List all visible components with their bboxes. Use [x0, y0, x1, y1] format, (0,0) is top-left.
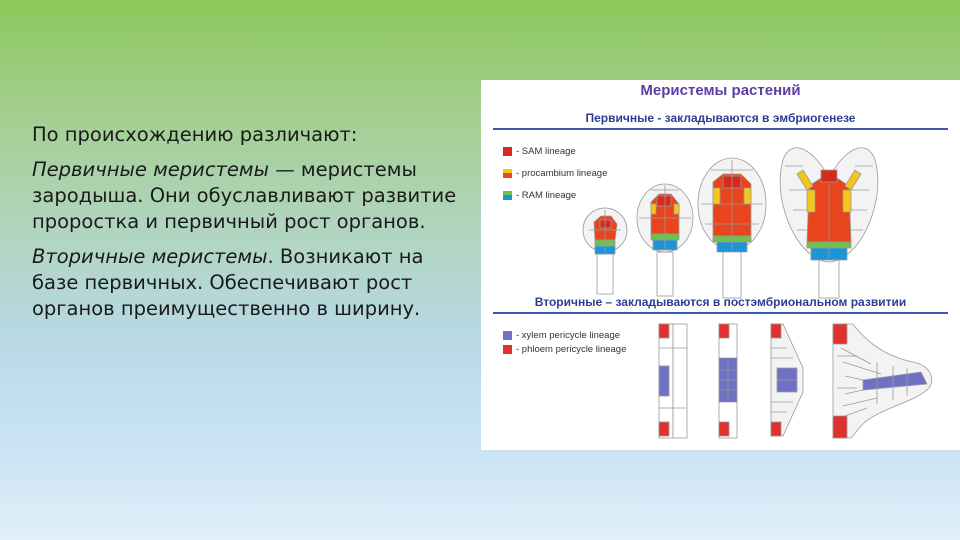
- secondary-rule: [493, 312, 948, 314]
- figure-title: Меристемы растений: [640, 82, 801, 99]
- legend-label-xylem: - xylem pericycle lineage: [516, 329, 621, 341]
- lateral-root-stage-4: [832, 323, 933, 439]
- primary-meristems-term: Первичные меристемы: [32, 158, 270, 181]
- embryo-stage-4: [779, 147, 879, 299]
- embryo-stage-1: [582, 207, 628, 295]
- embryo-stage-3: [697, 157, 767, 299]
- legend-item-ram: - RAM lineage: [503, 184, 607, 206]
- secondary-heading: Вторичные – закладываются в постэмбриона…: [534, 295, 907, 309]
- legend-item-xylem: - xylem pericycle lineage: [503, 328, 626, 342]
- lateral-root-stage-2: [718, 323, 738, 439]
- embryo-stage-2: [636, 183, 694, 297]
- legend-label-procambium: - procambium lineage: [516, 167, 608, 179]
- secondary-meristems-term: Вторичные меристемы: [32, 245, 268, 268]
- ram-swatch: [503, 190, 512, 200]
- primary-meristems-description: — меристемы зародыша. Они обуславливают …: [32, 158, 457, 233]
- secondary-meristems-paragraph: Вторичные меристемы. Возникают на базе п…: [32, 244, 472, 322]
- meristems-figure: Меристемы растений Первичные - закладыва…: [481, 80, 960, 450]
- intro-text: По происхождению различают:: [32, 123, 358, 146]
- primary-legend: - SAM lineage - procambium lineage - RAM…: [503, 140, 607, 206]
- primary-meristems-paragraph: Первичные меристемы — меристемы зародыша…: [32, 157, 472, 235]
- legend-item-phloem: - phloem pericycle lineage: [503, 342, 626, 356]
- legend-item-sam: - SAM lineage: [503, 140, 607, 162]
- embryo-stages-illustration: [582, 147, 879, 299]
- lateral-root-stage-3: [770, 323, 804, 437]
- slide-text: По происхождению различают: Первичные ме…: [32, 122, 472, 331]
- xylem-swatch: [503, 330, 512, 340]
- sam-swatch: [503, 146, 512, 156]
- secondary-meristems-description: . Возникают на базе первичных. Обеспечив…: [32, 245, 424, 320]
- secondary-legend: - xylem pericycle lineage - phloem peric…: [503, 328, 626, 356]
- phloem-swatch: [503, 344, 512, 354]
- primary-rule: [493, 128, 948, 130]
- legend-label-ram: - RAM lineage: [516, 189, 577, 201]
- procambium-swatch: [503, 168, 512, 178]
- legend-label-sam: - SAM lineage: [516, 145, 576, 157]
- lateral-root-stage-1: [658, 323, 688, 439]
- legend-label-phloem: - phloem pericycle lineage: [516, 343, 627, 355]
- legend-item-procambium: - procambium lineage: [503, 162, 607, 184]
- lateral-root-stages-illustration: [658, 323, 933, 439]
- primary-heading: Первичные - закладываются в эмбриогенезе: [585, 111, 856, 125]
